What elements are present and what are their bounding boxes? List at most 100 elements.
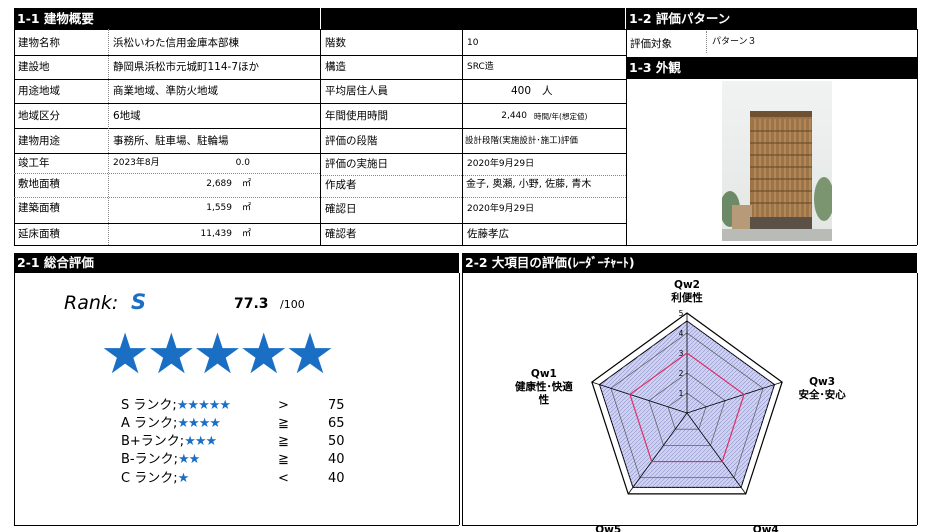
radar-tick-label: 5 — [679, 309, 684, 318]
rank-value: S — [131, 290, 147, 314]
region-label: 地域区分 — [18, 110, 60, 122]
radar-spoke — [686, 412, 747, 495]
confirm-date-label: 確認日 — [325, 203, 357, 215]
legend-label: C ランク; — [121, 471, 178, 486]
legend-row: S ランク;★★★★★ — [121, 398, 231, 414]
zone-label: 用途地域 — [18, 85, 60, 97]
radar-axis-name: 安全･安心 — [798, 389, 846, 402]
confirmer-label: 確認者 — [325, 228, 357, 240]
stage-label: 評価の段階 — [325, 135, 378, 147]
score-max: /100 — [280, 298, 305, 311]
confirmer-value: 佐藤孝広 — [467, 228, 509, 240]
legend-stars: ★ — [177, 471, 190, 486]
legend-op: ≧ — [278, 452, 289, 467]
legend-op: > — [278, 398, 289, 413]
occupants-unit: 人 — [542, 85, 553, 97]
site-area-value: 2,689 — [206, 179, 232, 189]
score-value: 77.3 — [234, 296, 269, 312]
radar-chart: 1 2 3 4 5 — [591, 309, 783, 495]
building-name-value: 浜松いわた信用金庫本部棟 — [113, 37, 239, 49]
legend-op: < — [278, 471, 289, 486]
completion-label: 竣工年 — [18, 157, 50, 169]
use-label: 建物用途 — [18, 135, 60, 147]
legend-label: A ランク; — [121, 416, 178, 431]
site-area-unit: ㎡ — [242, 179, 252, 189]
legend-threshold: 50 — [328, 434, 345, 449]
rank-big-stars: ★★★★★ — [100, 322, 335, 387]
radar-grid-ring-inner — [610, 332, 764, 479]
radar-grid-ring — [591, 312, 783, 495]
legend-row: B+ランク;★★★ — [121, 434, 217, 450]
legend-threshold: 75 — [328, 398, 345, 413]
legend-op: ≧ — [278, 434, 289, 449]
region-value: 6地域 — [113, 110, 141, 122]
section-2-2-header: 2-2 大項目の評価(ﾚｰﾀﾞｰﾁｬｰﾄ) — [462, 253, 917, 273]
author-label: 作成者 — [325, 179, 357, 191]
stage-value: 設計段階(実施設計･施工)評価 — [465, 136, 578, 146]
section-1-3-header: 1-3 外観 — [626, 57, 917, 79]
radar-axis-name: 性 — [538, 394, 550, 407]
author-value: 金子, 奥瀬, 小野, 佐藤, 青木 — [466, 179, 592, 190]
section-1-1-header-filler — [321, 8, 625, 29]
hours-unit: 時間/年(想定値) — [534, 112, 588, 121]
eval-target-value: パターン３ — [712, 37, 757, 47]
radar-axis-name: 健康性･快適 — [515, 381, 573, 394]
floor-area-label: 延床面積 — [18, 228, 60, 240]
zone-value: 商業地域、準防火地域 — [113, 85, 218, 97]
legend-stars: ★★★★ — [177, 416, 221, 431]
legend-label: S ランク; — [121, 398, 177, 413]
structure-value: SRC造 — [467, 62, 494, 72]
legend-threshold: 40 — [328, 452, 345, 467]
eval-target-label: 評価対象 — [630, 38, 672, 50]
radar-axis-label: Qw5プログラム — [568, 524, 648, 532]
legend-row: C ランク;★ — [121, 471, 190, 487]
use-value: 事務所、駐車場、駐輪場 — [113, 135, 229, 147]
eval-date-label: 評価の実施日 — [325, 158, 388, 170]
legend-stars: ★★★★★ — [176, 398, 231, 413]
section-1-1-header: 1-1 建物概要 — [14, 8, 320, 29]
occupants-value: 400 — [510, 85, 531, 97]
radar-axis-code: Qw5 — [595, 523, 622, 532]
radar-spoke — [627, 412, 688, 495]
legend-row: B-ランク;★★ — [121, 452, 200, 468]
legend-threshold: 65 — [328, 416, 345, 431]
radar-axis-code: Qw4 — [752, 523, 779, 532]
radar-grid-ring-inner — [648, 372, 726, 446]
radar-spoke — [591, 381, 688, 414]
section-1-2-header: 1-2 評価パターン — [626, 8, 917, 29]
completion-number: 0.0 — [235, 158, 250, 168]
eval-date-value: 2020年9月29日 — [467, 159, 535, 169]
radar-axis-name: 利便性 — [671, 292, 703, 304]
legend-stars: ★★ — [178, 452, 200, 467]
radar-tick-label: 4 — [679, 329, 684, 338]
rank-label: Rank: — [64, 292, 119, 314]
floors-value: 10 — [467, 38, 479, 48]
radar-grid-ring-inner — [667, 392, 707, 430]
site-value: 静岡県浜松市元城町114-7ほか — [113, 61, 260, 73]
radar-tick-label: 2 — [679, 369, 684, 378]
site-area-label: 敷地面積 — [18, 178, 60, 190]
building-name-label: 建物名称 — [18, 37, 60, 49]
building-area-label: 建築面積 — [18, 202, 60, 214]
radar-axis-code: Qw2 — [674, 279, 700, 291]
radar-axis-code: Qw1 — [530, 368, 557, 381]
radar-tick-label: 3 — [679, 349, 684, 358]
radar-tick-label: 1 — [679, 389, 684, 398]
legend-stars: ★★★ — [184, 434, 217, 449]
floor-area-unit: ㎡ — [242, 229, 252, 239]
hours-value: 2,440 — [501, 111, 527, 121]
structure-label: 構造 — [325, 61, 346, 73]
legend-label: B+ランク; — [121, 434, 185, 449]
radar-spoke — [686, 381, 783, 414]
legend-label: B-ランク; — [121, 452, 178, 467]
building-area-value: 1,559 — [206, 203, 232, 213]
confirm-date-value: 2020年9月29日 — [467, 204, 535, 214]
floor-area-value: 11,439 — [200, 229, 233, 239]
section-2-1-header: 2-1 総合評価 — [14, 253, 459, 273]
floors-label: 階数 — [325, 37, 346, 49]
building-area-unit: ㎡ — [242, 203, 252, 213]
hours-label: 年間使用時間 — [325, 110, 388, 122]
legend-row: A ランク;★★★★ — [121, 416, 221, 432]
